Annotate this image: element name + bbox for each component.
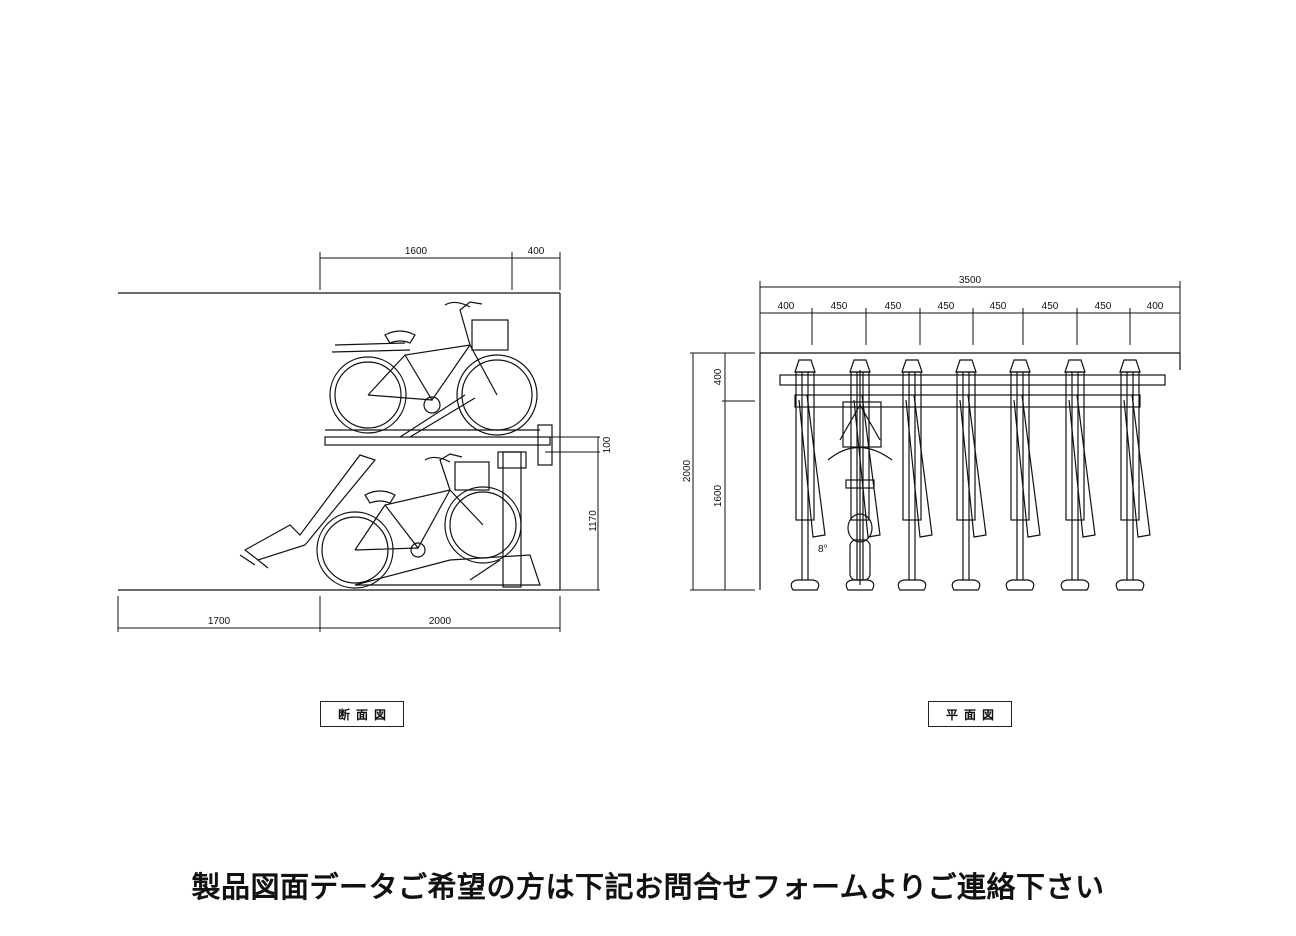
section-dim-bottom bbox=[117, 596, 561, 632]
dim-seg: 450 bbox=[1042, 301, 1059, 312]
dim-400-plan: 400 bbox=[713, 368, 724, 385]
dim-3500: 3500 bbox=[959, 275, 982, 286]
section-dim-top bbox=[319, 252, 561, 290]
rack-slots bbox=[790, 359, 1151, 591]
plan-dim-top bbox=[759, 281, 1181, 353]
plan-frame bbox=[759, 352, 1181, 590]
dim-1170: 1170 bbox=[588, 510, 599, 532]
lower-ramp bbox=[239, 454, 541, 586]
dim-seg: 400 bbox=[778, 301, 795, 312]
dim-1600: 1600 bbox=[405, 246, 428, 257]
plan-view: 3500 400 450 450 450 450 450 450 400 200… bbox=[682, 275, 1181, 591]
dim-2000: 2000 bbox=[429, 616, 452, 627]
footer-contact-note: 製品図面データご希望の方は下記お問合せフォームよりご連絡下さい bbox=[191, 870, 1105, 904]
lower-bicycle bbox=[316, 453, 522, 589]
section-dim-right bbox=[545, 436, 600, 591]
dim-seg: 450 bbox=[1095, 301, 1112, 312]
dim-seg: 450 bbox=[885, 301, 902, 312]
dim-seg: 450 bbox=[938, 301, 955, 312]
upper-bicycle bbox=[329, 301, 538, 436]
plan-dim-left bbox=[690, 352, 755, 591]
rack-slot bbox=[790, 359, 826, 591]
dim-1600-plan: 1600 bbox=[713, 484, 724, 507]
plan-view-title: 平面図 bbox=[928, 701, 1012, 727]
dim-seg: 450 bbox=[831, 301, 848, 312]
dim-100: 100 bbox=[602, 436, 613, 453]
plan-bicycle bbox=[827, 370, 893, 585]
section-frame bbox=[118, 292, 561, 591]
dim-seg: 400 bbox=[1147, 301, 1164, 312]
dim-2000-plan: 2000 bbox=[682, 459, 693, 482]
dim-1700: 1700 bbox=[208, 616, 231, 627]
dim-400: 400 bbox=[528, 246, 545, 257]
rack-slot bbox=[1005, 359, 1041, 591]
section-view: 1600 400 1700 2000 100 1170 bbox=[117, 246, 613, 632]
angle-label: 8° bbox=[818, 544, 828, 555]
rack-slot bbox=[1060, 359, 1096, 591]
upper-rack bbox=[324, 394, 553, 588]
rack-slot bbox=[951, 359, 987, 591]
rack-slot bbox=[1115, 359, 1151, 591]
rack-slot bbox=[897, 359, 933, 591]
section-view-title: 断面図 bbox=[320, 701, 404, 727]
dim-seg: 450 bbox=[990, 301, 1007, 312]
